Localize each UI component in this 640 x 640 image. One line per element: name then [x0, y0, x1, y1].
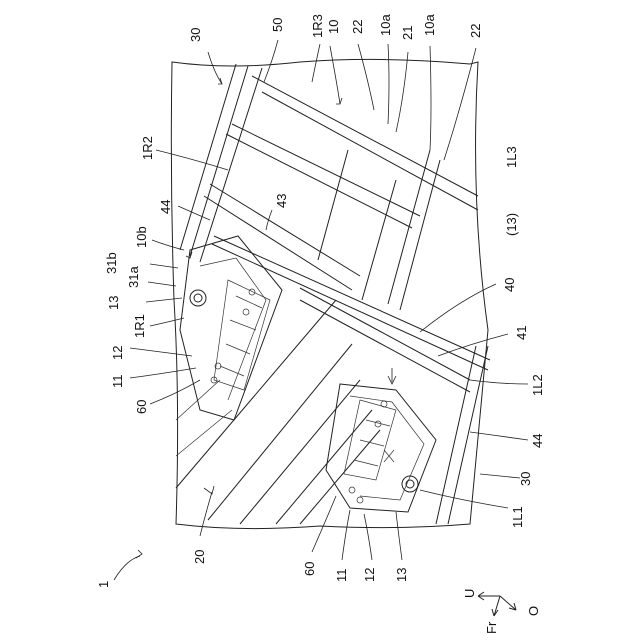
right-mechanism: [326, 384, 436, 512]
axis-up-label: U: [462, 589, 477, 598]
label-22-b: 22: [468, 24, 483, 38]
label-30-right: 30: [518, 472, 533, 486]
label-31a: 31a: [126, 266, 141, 288]
label-44-left: 44: [158, 200, 173, 214]
label-43: 43: [274, 194, 289, 208]
drawing-frame: [171, 59, 488, 528]
label-1R2: 1R2: [140, 136, 155, 160]
label-31b: 31b: [104, 252, 119, 274]
label-1R1: 1R1: [132, 314, 147, 338]
label-1R3: 1R3: [310, 14, 325, 38]
label-60-left: 60: [134, 400, 149, 414]
label-30-top: 30: [188, 28, 203, 42]
label-10-top: 10: [326, 20, 341, 34]
label-1L2: 1L2: [530, 374, 545, 396]
label-1L3: 1L3: [504, 146, 519, 168]
label-1L1: 1L1: [510, 506, 525, 528]
label-overall-1: 1: [96, 581, 111, 588]
label-44-right: 44: [530, 434, 545, 448]
axis-outer-label: O: [526, 606, 541, 616]
label-13-bottom: 13: [394, 568, 409, 582]
label-20: 20: [192, 550, 207, 564]
axis-front-label: Fr: [484, 621, 499, 634]
label-11-bottom: 11: [334, 569, 349, 583]
label-12-bottom: 12: [362, 568, 377, 582]
label-21: 21: [400, 26, 415, 40]
label-40: 40: [502, 278, 517, 292]
label-10a-a: 10a: [378, 14, 393, 36]
reference-labels: 30 50 1R3 10 22 10a 21 10a 22 1R2 1L3 (1…: [96, 14, 545, 588]
label-22-a: 22: [350, 20, 365, 34]
label-50: 50: [270, 18, 285, 32]
label-12-left: 12: [110, 346, 125, 360]
direction-axes: U O Fr: [462, 589, 541, 634]
label-60-bottom: 60: [302, 562, 317, 576]
label-10b: 10b: [134, 226, 149, 248]
label-41: 41: [514, 326, 529, 340]
label-11-left: 11: [110, 375, 125, 389]
label-13-paren: (13): [504, 213, 519, 236]
label-10a-b: 10a: [422, 14, 437, 36]
vehicle-structure: [176, 64, 490, 524]
left-mechanism: [180, 236, 282, 420]
label-13-left: 13: [106, 296, 121, 310]
